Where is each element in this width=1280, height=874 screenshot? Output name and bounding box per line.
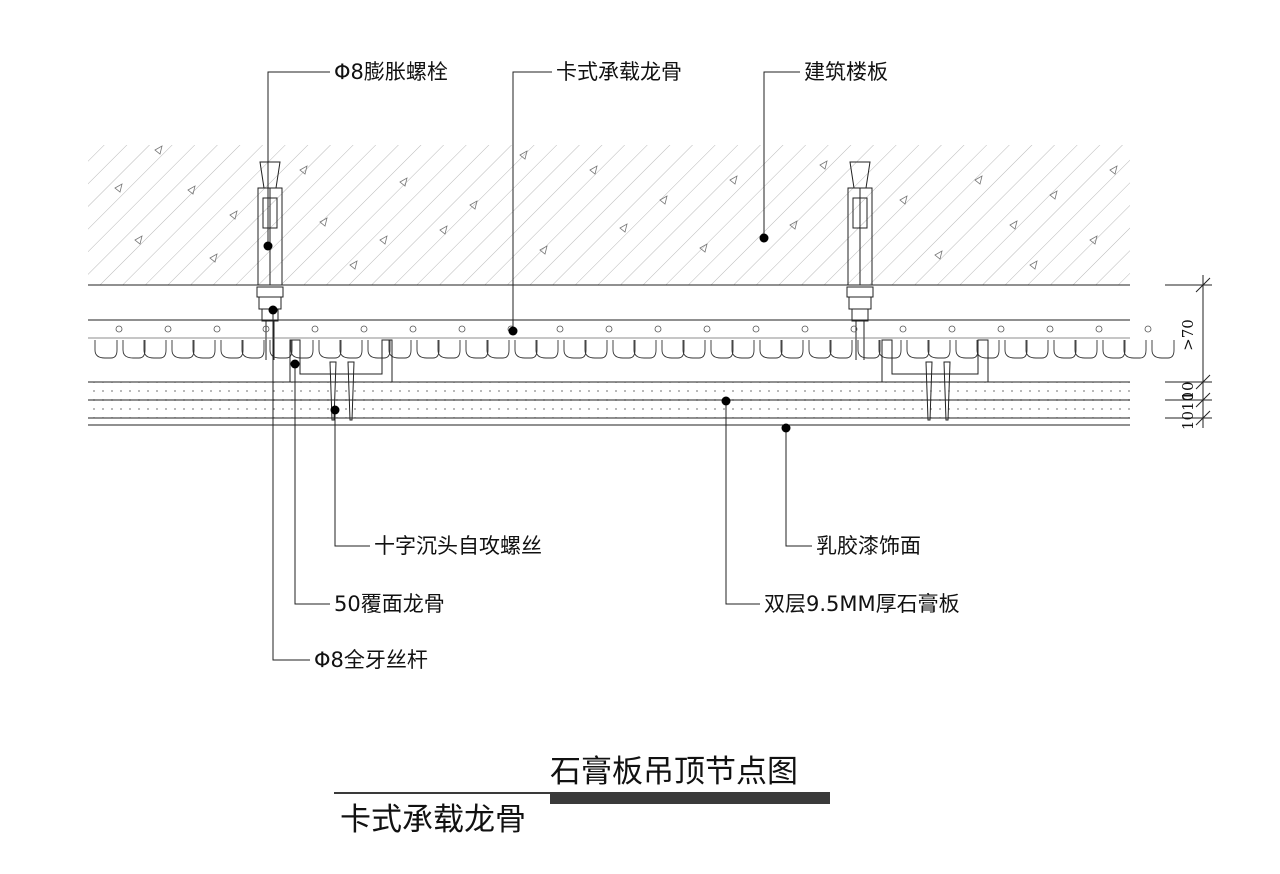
label-screw: 十字沉头自攻螺丝: [374, 534, 542, 558]
keel-hole: [1095, 325, 1103, 333]
keel-hole: [752, 325, 760, 333]
aggregate-mark: [1089, 235, 1098, 245]
dim-keel-gap: >70: [1179, 319, 1197, 351]
keel-hole: [360, 325, 368, 333]
aggregate-mark: [519, 150, 528, 160]
aggregate-mark: [1049, 190, 1058, 200]
keel-tooth: [731, 340, 783, 359]
cover-keel-right: [881, 339, 989, 383]
keel-tooth: [633, 340, 685, 359]
keel-tooth: [192, 340, 244, 359]
aggregate-mark: [1009, 220, 1018, 230]
aggregate-mark: [974, 175, 983, 185]
aggregate-mark: [729, 175, 738, 185]
aggregate-mark: [399, 177, 408, 187]
keel-tooth: [976, 340, 1028, 359]
title-bar-left: [334, 792, 550, 795]
label-gypsum-board: 双层9.5MM厚石膏板: [764, 592, 960, 616]
leader-lines: [263, 71, 812, 661]
drawing-title: 石膏板吊顶节点图: [550, 754, 798, 790]
aggregate-mark: [319, 217, 328, 227]
left-bolt-assembly: [256, 161, 284, 360]
title-bar-gap: [334, 794, 550, 804]
aggregate-mark: [899, 195, 908, 205]
right-bolt-assembly: [846, 161, 874, 360]
aggregate-mark: [154, 145, 163, 155]
keel-tooth: [682, 340, 734, 359]
keel-hole: [801, 325, 809, 333]
keel-hole: [556, 325, 564, 333]
aggregate-mark: [439, 225, 448, 235]
dim-board-pair: 1010: [1179, 392, 1197, 430]
keel-tooth: [1025, 340, 1077, 359]
dimension-chain: [1165, 275, 1212, 428]
floor-slab: [88, 145, 1130, 286]
aggregate-mark: [1109, 165, 1118, 175]
keel-hole: [311, 325, 319, 333]
keel-tooth: [290, 340, 342, 359]
screws: [329, 361, 951, 421]
keel-tooth: [486, 340, 538, 359]
keel-tooth: [535, 340, 587, 359]
aggregate-mark: [619, 223, 628, 233]
keel-hole: [997, 325, 1005, 333]
aggregate-mark: [299, 165, 308, 175]
label-cover-keel: 50覆面龙骨: [334, 592, 445, 616]
keel-tooth: [437, 340, 489, 359]
aggregate-mark: [187, 185, 196, 195]
gypsum-board: [88, 381, 1130, 426]
keel-tooth: [780, 340, 832, 359]
label-main-keel: 卡式承载龙骨: [556, 60, 682, 84]
aggregate-mark: [209, 253, 218, 263]
label-threaded-rod: Φ8全牙丝杆: [314, 648, 428, 672]
main-keel-teeth: [94, 325, 1175, 359]
aggregate-mark: [589, 165, 598, 175]
keel-hole: [605, 325, 613, 333]
main-keel: [88, 319, 1175, 359]
aggregate-mark: [229, 210, 238, 220]
keel-hole: [850, 325, 858, 333]
keel-tooth: [94, 340, 146, 359]
aggregate-mark: [379, 235, 388, 245]
keel-tooth: [388, 340, 440, 359]
dim-board-top: 10: [1179, 381, 1197, 400]
keel-tooth: [927, 340, 979, 359]
aggregate-mark: [349, 260, 358, 270]
keel-hole: [409, 325, 417, 333]
keel-hole: [458, 325, 466, 333]
keel-tooth: [829, 340, 881, 359]
label-expansion-bolt: Φ8膨胀螺栓: [334, 60, 448, 84]
aggregate-mark: [114, 183, 123, 193]
aggregate-mark: [539, 245, 548, 255]
keel-hole: [115, 325, 123, 333]
keel-hole: [1144, 325, 1152, 333]
keel-tooth: [1074, 340, 1126, 359]
aggregate-mark: [789, 220, 798, 230]
keel-tooth: [143, 340, 195, 359]
keel-hole: [703, 325, 711, 333]
keel-hole: [1046, 325, 1054, 333]
keel-hole: [213, 325, 221, 333]
aggregate-mark: [819, 160, 828, 170]
drawing-subtitle: 卡式承载龙骨: [340, 802, 526, 838]
keel-tooth: [584, 340, 636, 359]
aggregate-mark: [699, 243, 708, 253]
keel-tooth: [878, 340, 930, 359]
aggregate-mark: [934, 250, 943, 260]
keel-hole: [262, 325, 270, 333]
aggregate-mark: [1029, 260, 1038, 270]
slab-aggregate: [114, 145, 1118, 270]
label-floor-slab: 建筑楼板: [804, 60, 888, 84]
keel-tooth: [1123, 340, 1175, 359]
aggregate-mark: [134, 235, 143, 245]
aggregate-mark: [469, 200, 478, 210]
label-latex-paint: 乳胶漆饰面: [816, 534, 921, 558]
keel-hole: [164, 325, 172, 333]
keel-tooth: [241, 340, 293, 359]
keel-hole: [899, 325, 907, 333]
keel-hole: [654, 325, 662, 333]
keel-hole: [948, 325, 956, 333]
aggregate-mark: [659, 195, 668, 205]
